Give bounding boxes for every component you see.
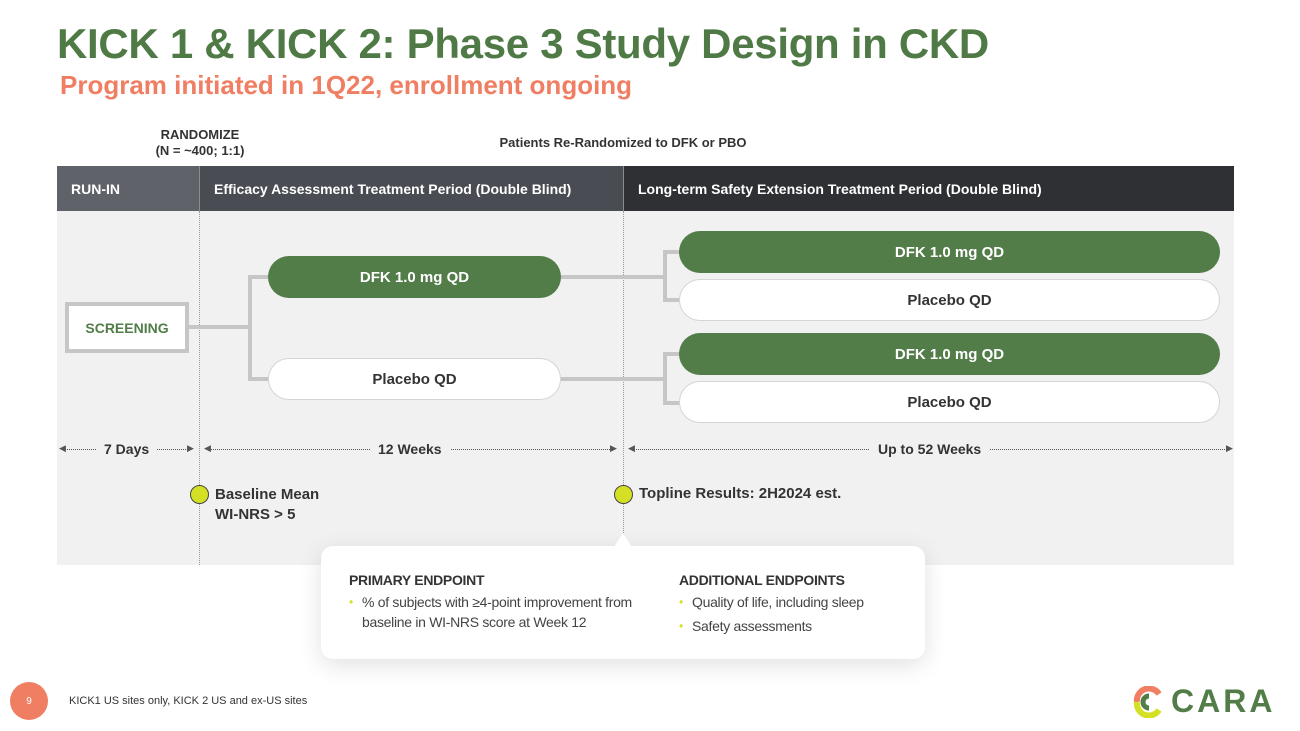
callout-pointer [614,533,632,547]
period-extension: Long-term Safety Extension Treatment Per… [623,166,1234,211]
arrow-left-icon: ◀ [204,443,211,453]
connector [189,325,252,329]
primary-endpoint-title: PRIMARY ENDPOINT [349,572,485,588]
duration-run-in: 7 Days [96,441,158,457]
bullet-icon: • [349,595,353,609]
connector [663,401,681,405]
baseline-line1: Baseline Mean [215,486,320,503]
extension-arm-dfk: DFK 1.0 mg QD [679,333,1220,375]
page-title: KICK 1 & KICK 2: Phase 3 Study Design in… [57,20,989,67]
topline-milestone: Topline Results: 2H2024 est. [639,485,842,502]
connector [561,275,667,279]
arrow-right-icon: ▶ [610,443,617,453]
arrow-right-icon: ▶ [1226,443,1233,453]
additional-endpoint-item: • Quality of life, including sleep [679,592,909,612]
connector [663,250,681,254]
additional-endpoints-title: ADDITIONAL ENDPOINTS [679,572,845,588]
additional-endpoint-text: Safety assessments [692,618,812,634]
bullet-icon: • [679,619,683,633]
primary-endpoint-item: • % of subjects with ≥4-point improvement… [349,592,649,632]
page-subtitle: Program initiated in 1Q22, enrollment on… [60,70,633,100]
period-efficacy: Efficacy Assessment Treatment Period (Do… [199,166,623,211]
arm-dfk: DFK 1.0 mg QD [268,256,561,298]
page-number: 9 [10,682,48,720]
primary-endpoint: PRIMARY ENDPOINT • % of subjects with ≥4-… [349,572,649,632]
extension-arm-placebo: Placebo QD [679,381,1220,423]
endpoints-callout: PRIMARY ENDPOINT • % of subjects with ≥4-… [321,546,925,659]
cara-logo-icon [1133,685,1162,718]
randomize-title: RANDOMIZE [160,127,240,142]
randomize-divider [199,211,200,565]
connector [248,377,270,381]
connector [663,298,681,302]
period-run-in: RUN-IN [57,166,199,211]
arm-placebo: Placebo QD [268,358,561,400]
rerandomize-divider [623,211,624,565]
connector [663,352,667,405]
arrow-left-icon: ◀ [628,443,635,453]
duration-extension: Up to 52 Weeks [870,441,990,457]
connector [248,275,270,279]
milestone-marker-icon [614,485,633,504]
arrow-left-icon: ◀ [59,443,66,453]
cara-logo: CARA [1133,683,1275,720]
arrow-right-icon: ▶ [187,443,194,453]
additional-endpoint-item: • Safety assessments [679,616,909,636]
primary-endpoint-text: % of subjects with ≥4-point improvement … [362,594,632,630]
screening-box: SCREENING [65,302,189,353]
randomize-n: (N = ~400; 1:1) [155,143,245,158]
connector [663,352,681,356]
connector [561,377,667,381]
bullet-icon: • [679,595,683,609]
footnote: KICK1 US sites only, KICK 2 US and ex-US… [69,695,308,707]
milestone-marker-icon [190,485,209,504]
extension-arm-dfk: DFK 1.0 mg QD [679,231,1220,273]
rerandomize-label: Patients Re-Randomized to DFK or PBO [499,135,747,150]
duration-efficacy: 12 Weeks [370,441,450,457]
baseline-milestone: Baseline Mean WI-NRS > 5 [215,485,319,525]
logo-text: CARA [1171,683,1276,719]
connector [248,275,252,381]
extension-arm-placebo: Placebo QD [679,279,1220,321]
additional-endpoint-text: Quality of life, including sleep [692,594,864,610]
additional-endpoints: ADDITIONAL ENDPOINTS • Quality of life, i… [679,572,909,636]
randomize-label: RANDOMIZE (N = ~400; 1:1) [140,127,260,159]
connector [663,250,667,302]
baseline-line2: WI-NRS > 5 [215,506,296,523]
